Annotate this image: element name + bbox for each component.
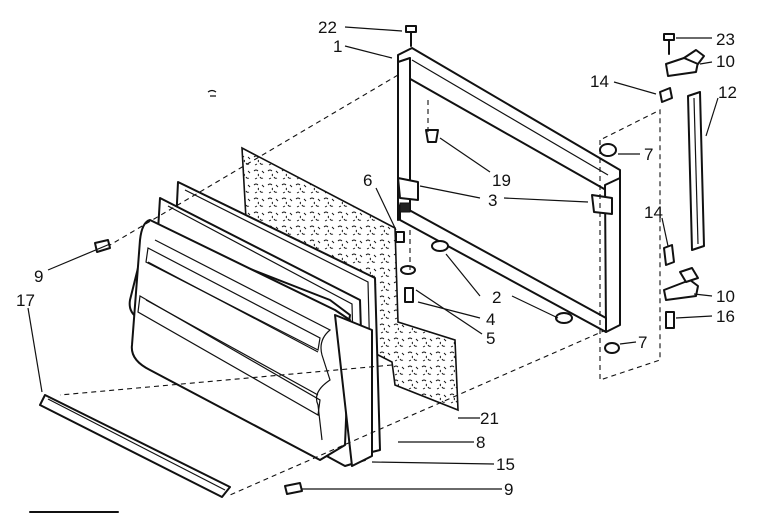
screw-9-bottom [284,482,303,495]
callout-10-top: 10 [716,52,735,71]
callout-19: 19 [492,171,511,190]
gasket-strip-12 [687,91,705,251]
callout-5: 5 [486,329,495,348]
stray-mark [207,89,217,97]
callout-23: 23 [716,30,735,49]
screw-22 [405,25,417,47]
callout-22: 22 [318,18,337,37]
callout-2: 2 [492,288,501,307]
callout-3: 3 [488,191,497,210]
screw-16 [665,311,675,329]
callout-14-top: 14 [590,72,609,91]
alignment-lines [59,74,661,496]
callout-8: 8 [476,433,485,452]
washer-2 [400,240,573,324]
callout-12: 12 [718,83,737,102]
callout-21: 21 [480,409,499,428]
callout-14-bottom: 14 [644,203,663,222]
screw-9-left [94,239,111,253]
screw-5 [404,287,414,303]
callout-6: 6 [363,171,372,190]
leader-lines [27,26,719,490]
screw-23 [663,33,675,55]
door-liner [128,219,351,461]
cap-7-top [599,143,617,157]
screw-6 [395,231,405,243]
callout-17: 17 [16,291,35,310]
bottom-trim-strip [39,394,231,498]
cap-7-bottom [604,342,620,354]
callout-4: 4 [486,310,495,329]
callout-7-bottom: 7 [638,333,647,352]
callout-1: 1 [333,37,342,56]
door-panel [334,314,373,467]
callout-7-top: 7 [644,145,653,164]
shim-14-top [659,87,673,103]
hinge-cover-10-bottom [663,267,699,301]
callout-16: 16 [716,307,735,326]
plug-19 [425,129,439,143]
callout-9-bottom: 9 [504,480,513,499]
hinge-bracket-left [397,177,419,213]
shim-14-bottom [663,244,675,266]
hinge-bracket-right [591,194,613,215]
callout-15: 15 [496,455,515,474]
door-frame [397,47,621,333]
hinge-cover-10-top [665,49,705,77]
callout-9-left: 9 [34,267,43,286]
callout-10-bottom: 10 [716,287,735,306]
